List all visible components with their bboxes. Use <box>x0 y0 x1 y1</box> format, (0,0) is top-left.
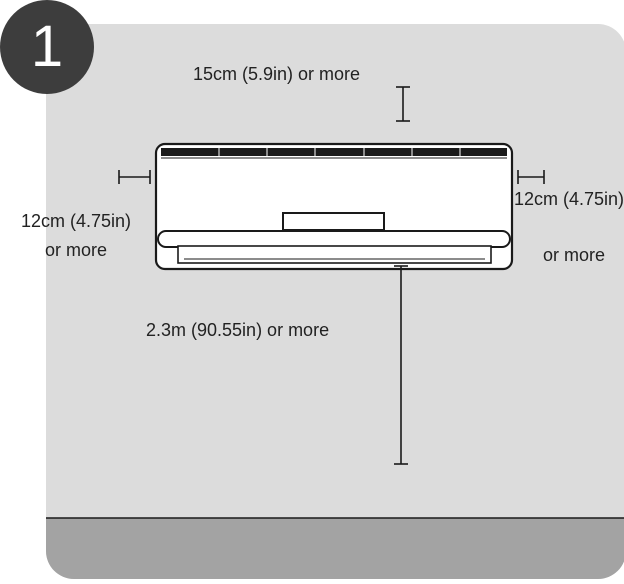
floor <box>46 518 624 579</box>
left-clearance-label-line1: 12cm (4.75in) <box>20 211 132 231</box>
right-clearance-label-line2: or more <box>543 245 606 265</box>
display-panel <box>282 212 385 231</box>
dimension-lines <box>118 86 545 465</box>
step-number-badge: 1 <box>0 0 94 94</box>
floor-clearance-label: 2.3m (90.55in) or more <box>146 320 330 340</box>
top-clearance-marker <box>396 86 410 122</box>
indoor-unit <box>154 142 514 271</box>
air-outlet <box>177 245 492 264</box>
left-clearance-marker <box>118 170 151 184</box>
floor-clearance-marker <box>394 265 408 465</box>
right-clearance-marker <box>517 170 545 184</box>
left-clearance-label-line2: or more <box>44 240 107 260</box>
wall <box>46 24 624 579</box>
air-intake-grille <box>161 148 507 156</box>
wall-panel <box>46 24 624 579</box>
front-louver <box>157 230 511 248</box>
top-clearance-label: 15cm (5.9in) or more <box>193 64 361 84</box>
right-clearance-label-line1: 12cm (4.75in) <box>514 189 624 209</box>
diagram-canvas <box>46 24 624 579</box>
